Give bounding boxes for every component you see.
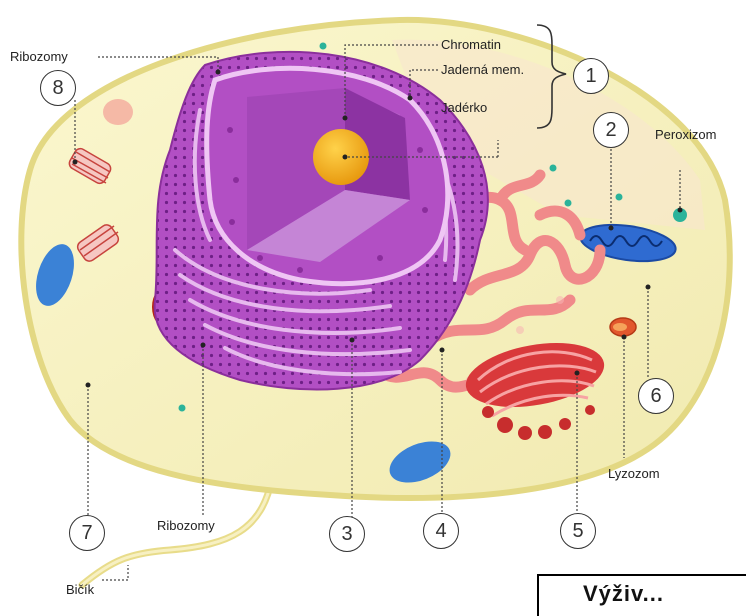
lysosome [610, 318, 636, 336]
callout-4: 4 [423, 513, 459, 549]
label-peroxizom: Peroxizom [655, 128, 716, 141]
label-chromatin: Chromatin [441, 38, 501, 51]
callout-6: 6 [638, 378, 674, 414]
callout-5: 5 [560, 513, 596, 549]
label-ribozomy-bottom: Ribozomy [157, 519, 215, 532]
callout-3: 3 [329, 516, 365, 552]
label-jaderna-membrana: Jaderná mem. [441, 63, 524, 76]
label-ribozomy-top: Ribozomy [10, 50, 68, 63]
label-lyzozom: Lyzozom [608, 467, 660, 480]
label-bicik: Bičík [66, 583, 94, 596]
callout-2: 2 [593, 112, 629, 148]
callout-8: 8 [40, 70, 76, 106]
cropped-caption-text: Výživ... [583, 581, 664, 607]
callout-7: 7 [69, 515, 105, 551]
label-jaderko: Jadérko [441, 101, 487, 114]
cropped-caption-box: Výživ... [537, 574, 746, 616]
callout-1: 1 [573, 58, 609, 94]
vesicle [103, 99, 133, 125]
